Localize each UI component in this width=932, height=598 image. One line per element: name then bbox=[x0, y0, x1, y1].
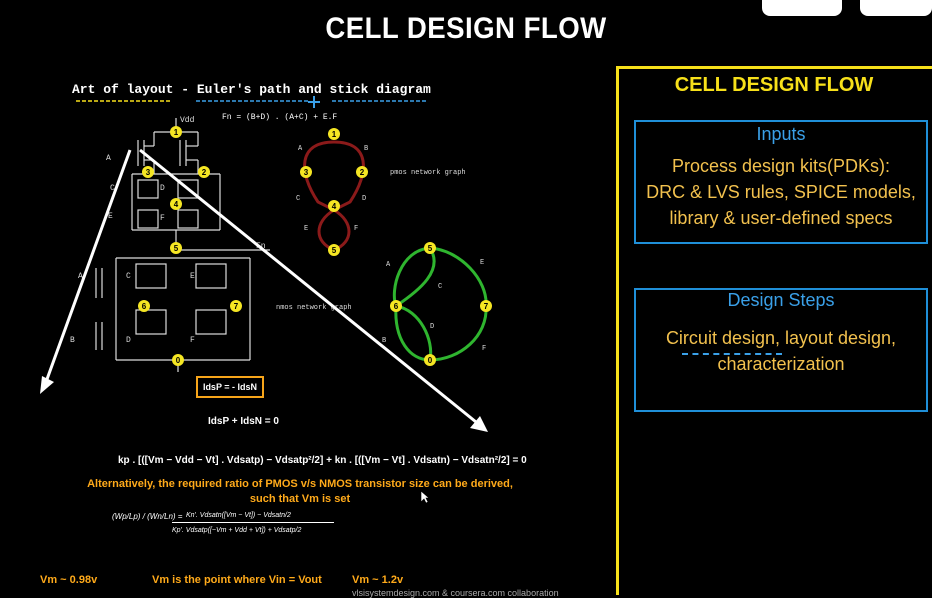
node-label: 2 bbox=[202, 168, 207, 177]
nmos-edge-c: C bbox=[438, 283, 442, 291]
pmos-edge-a: A bbox=[298, 145, 303, 153]
inputs-box: Inputs Process design kits(PDKs): DRC & … bbox=[634, 120, 928, 244]
pmos-graph-node: 1 bbox=[332, 130, 337, 139]
formula-fn: Fn = (B+D) . (A+C) + E.F bbox=[222, 113, 338, 122]
window-control-button[interactable] bbox=[762, 0, 842, 16]
vm-definition: Vm is the point where Vin = Vout bbox=[152, 574, 322, 586]
ratio-denominator: Kp'. Vdsatp([−Vm + Vdd + Vt]) + Vdsatp/2 bbox=[172, 527, 302, 534]
vm-left: Vm ~ 0.98v bbox=[40, 574, 98, 586]
nmos-graph-node: 7 bbox=[484, 302, 489, 311]
vdd-label: Vdd bbox=[180, 116, 195, 125]
vm-right: Vm ~ 1.2v bbox=[352, 574, 404, 586]
pmos-graph-node: 5 bbox=[332, 246, 337, 255]
window-control-button[interactable] bbox=[860, 0, 932, 16]
inputs-line: Process design kits(PDKs): bbox=[671, 156, 891, 176]
pmos-graph-label: pmos network graph bbox=[390, 169, 466, 177]
gate-label-c: C bbox=[126, 272, 131, 281]
pmos-edge-e: E bbox=[304, 225, 308, 233]
gate-label-a: A bbox=[106, 154, 111, 163]
subtitle: Art of layout - Euler's path and stick d… bbox=[72, 82, 431, 97]
node-label: 0 bbox=[176, 356, 181, 365]
gate-label-c: C bbox=[110, 184, 115, 193]
nmos-graph-node: 0 bbox=[428, 356, 433, 365]
design-steps-header: Design Steps bbox=[727, 290, 835, 310]
gate-label-e: E bbox=[108, 212, 113, 221]
nmos-edge-e: E bbox=[480, 259, 484, 267]
subtitle-underlines bbox=[76, 96, 428, 108]
idsp-equation-box: IdsP = - IdsN bbox=[196, 376, 264, 398]
pmos-edge-f: F bbox=[354, 225, 358, 233]
gate-label-f: F bbox=[190, 336, 195, 345]
pmos-edge-b: B bbox=[364, 145, 368, 153]
design-steps-line: Circuit design, layout design, bbox=[665, 328, 897, 348]
nmos-edge-a: A bbox=[386, 261, 391, 269]
nmos-edge-b: B bbox=[382, 337, 386, 345]
nmos-edge-d: D bbox=[430, 323, 434, 331]
mouse-cursor-icon bbox=[420, 490, 430, 504]
slide-title: CELL DESIGN FLOW bbox=[325, 12, 607, 45]
pmos-edge-d: D bbox=[362, 195, 366, 203]
highlight-underline bbox=[682, 353, 782, 355]
node-label: 1 bbox=[174, 128, 179, 137]
inputs-line: library & user-defined specs bbox=[669, 208, 893, 228]
gate-label-b: B bbox=[70, 336, 75, 345]
gate-label-f: F bbox=[160, 214, 165, 223]
ratio-lhs: (Wp/Lp) / (Wn/Ln) = bbox=[112, 512, 183, 521]
cmos-schematic: 1 2 3 4 5 6 7 0 Vdd Fn A C E D F A B C E… bbox=[40, 116, 492, 432]
node-label: 5 bbox=[174, 244, 179, 253]
ratio-numerator: Kn'. Vdsatn([Vm − Vt]) − Vdsatn/2 bbox=[186, 512, 291, 519]
gate-label-d: D bbox=[160, 184, 165, 193]
panel-title: CELL DESIGN FLOW bbox=[674, 74, 874, 96]
node-label: 6 bbox=[142, 302, 147, 311]
pmos-graph-node: 4 bbox=[332, 202, 337, 211]
note-line-1: Alternatively, the required ratio of PMO… bbox=[87, 478, 513, 490]
nmos-graph-node: 5 bbox=[428, 244, 433, 253]
node-label: 3 bbox=[146, 168, 151, 177]
note-line-2: such that Vm is set bbox=[249, 493, 351, 505]
kp-equation: kp . [([Vm − Vdd − Vt] . Vdsatp) − Vdsat… bbox=[118, 455, 527, 466]
ratio-fraction-bar bbox=[172, 522, 334, 523]
pmos-edge-c: C bbox=[296, 195, 300, 203]
nmos-graph-node: 6 bbox=[394, 302, 399, 311]
inputs-header: Inputs bbox=[756, 124, 806, 144]
cell-design-flow-panel bbox=[616, 66, 932, 595]
gate-label-a: A bbox=[78, 272, 83, 281]
gate-label-e: E bbox=[190, 272, 195, 281]
nmos-graph-label: nmos network graph bbox=[276, 304, 352, 312]
inputs-line: DRC & LVS rules, SPICE models, bbox=[646, 182, 916, 202]
gate-label-d: D bbox=[126, 336, 131, 345]
nmos-edge-f: F bbox=[482, 345, 486, 353]
design-steps-box: Design Steps Circuit design, layout desi… bbox=[634, 288, 928, 412]
sum-equation: IdsP + IdsN = 0 bbox=[208, 416, 279, 427]
credit-line: vlsisystemdesign.com & coursera.com coll… bbox=[352, 588, 559, 598]
node-label: 4 bbox=[174, 200, 179, 209]
node-label: 7 bbox=[234, 302, 239, 311]
pmos-graph-node: 3 bbox=[304, 168, 309, 177]
design-steps-line: characterization bbox=[717, 354, 845, 374]
pmos-graph-node: 2 bbox=[360, 168, 365, 177]
